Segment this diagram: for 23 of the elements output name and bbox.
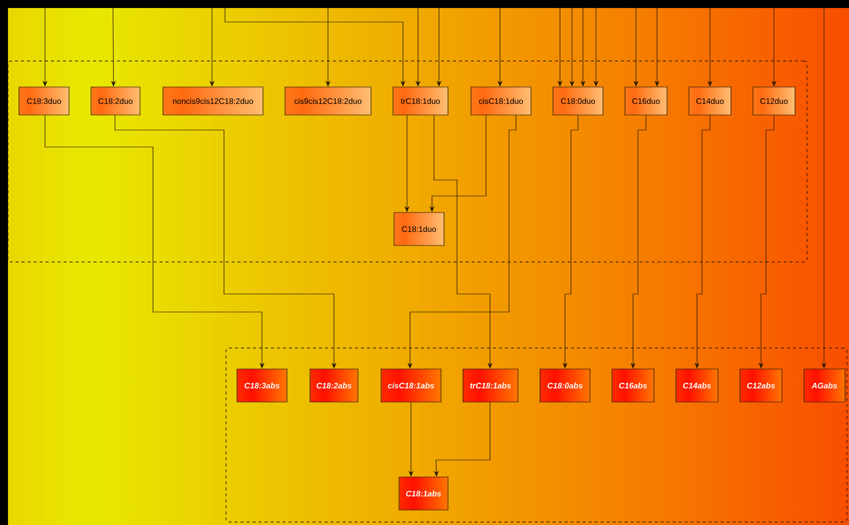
dashed-group-frame: [226, 348, 848, 522]
value-box: cisC18:1duo: [470, 86, 532, 116]
value-box: C18:0duo: [552, 86, 604, 116]
value-box: C12abs: [740, 368, 782, 402]
value-box: C18:2duo: [90, 86, 140, 116]
value-box: AGabs: [804, 368, 846, 402]
value-box: C12duo: [752, 86, 796, 116]
value-box: C18:1abs: [398, 476, 448, 510]
value-box: cisC18:1abs: [380, 368, 442, 402]
value-box: trC18:1duo: [392, 86, 448, 116]
value-box: C18:2abs: [310, 368, 358, 402]
value-box: C16duo: [624, 86, 668, 116]
value-box: C18:1duo: [394, 212, 444, 246]
value-box: C16abs: [612, 368, 654, 402]
dashed-group-frame: [8, 60, 808, 262]
value-box: trC18:1abs: [462, 368, 518, 402]
value-box: noncis9cis12C18:2duo: [162, 86, 264, 116]
value-box: C14duo: [688, 86, 732, 116]
value-box: C18:3abs: [236, 368, 288, 402]
value-box: cis9cis12C18:2duo: [284, 86, 372, 116]
value-box: C18:3duo: [18, 86, 70, 116]
value-box: C18:0abs: [540, 368, 590, 402]
value-box: C14abs: [676, 368, 718, 402]
